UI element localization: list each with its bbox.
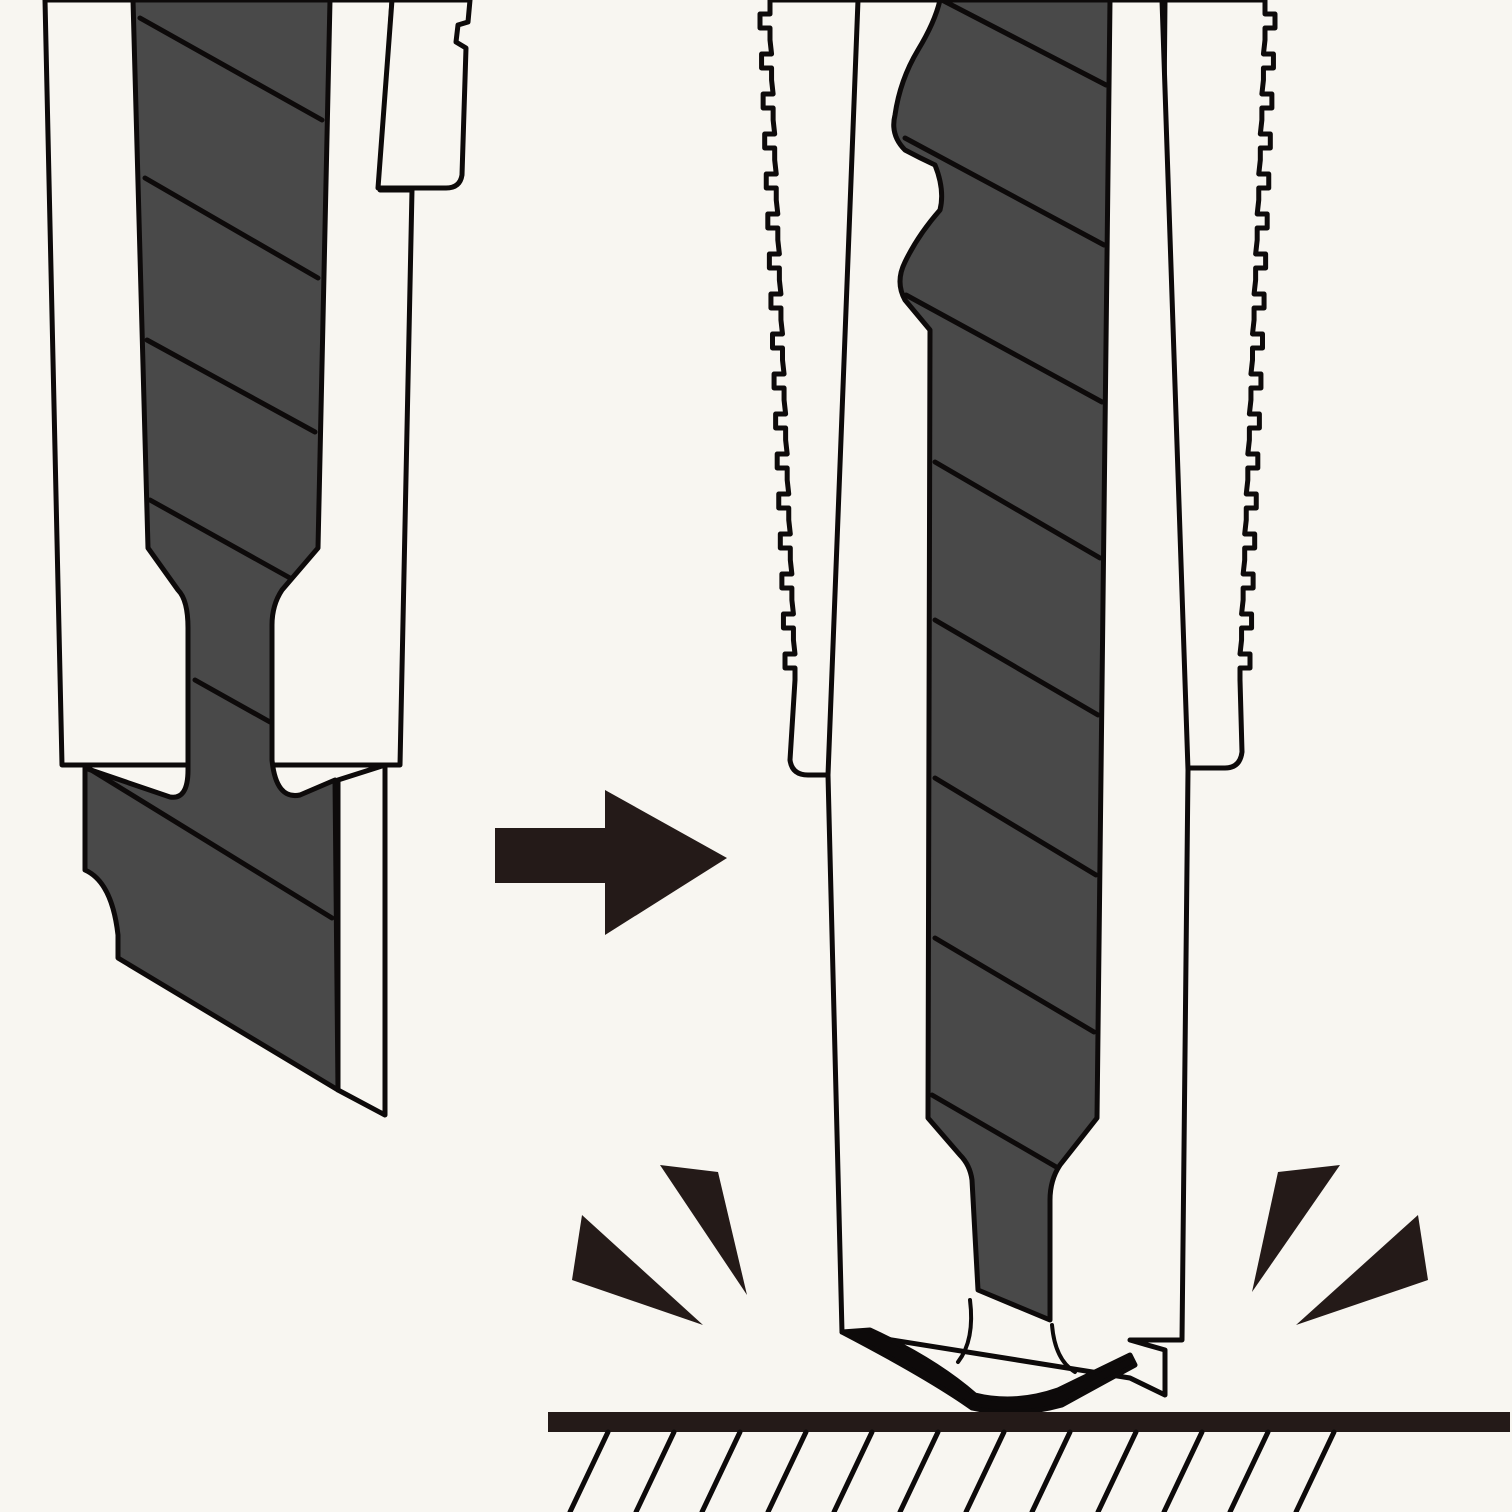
ground-hatch-line [897, 1429, 941, 1512]
ground-hatch-line [1029, 1429, 1073, 1512]
impact-mark-2 [660, 1165, 747, 1295]
impact-burst-icon [572, 1165, 1428, 1325]
left-blade-score-line [85, 765, 335, 921]
right-blade-score-line [932, 775, 1099, 878]
right-arrow-icon [495, 790, 727, 935]
left-blade [82, 0, 341, 1093]
right-blade-score-lines [902, 0, 1109, 1171]
impact-mark-1 [572, 1215, 703, 1325]
ground-hatch-line [765, 1429, 809, 1512]
right-tip-detail-left [956, 1298, 974, 1364]
ground-hatch-line [633, 1429, 677, 1512]
ground-hatch-line [1161, 1429, 1205, 1512]
left-blade-score-line [137, 15, 325, 123]
left-blade-score-lines [85, 15, 335, 921]
arrow-shaft [495, 828, 607, 883]
left-cutter-icon [42, 0, 473, 1118]
right-cutter-right-sleeve [1155, 0, 1278, 771]
left-blade-score-line [142, 175, 321, 281]
right-blade-score-line [903, 292, 1105, 405]
ground-hatch-line [1227, 1429, 1271, 1512]
right-blade-score-line [902, 135, 1107, 248]
ground-hatch-line [567, 1429, 611, 1512]
ground-line [548, 1412, 1510, 1432]
right-tip-detail-right [1050, 1323, 1077, 1374]
left-blade-score-line [144, 337, 318, 435]
ground-hatching [567, 1429, 1337, 1512]
right-blade-score-line [932, 935, 1097, 1035]
arrow-head [605, 790, 727, 935]
impact-mark-3 [1252, 1165, 1340, 1292]
right-blade-score-line [939, 0, 1109, 88]
hatched-ground-surface-icon [548, 1412, 1510, 1512]
left-blade-score-line [192, 677, 273, 725]
ground-hatch-line [1293, 1429, 1337, 1512]
ground-hatch-line [963, 1429, 1007, 1512]
right-cutter-icon [757, 0, 1278, 1415]
ground-hatch-line [831, 1429, 875, 1512]
ground-hatch-line [699, 1429, 743, 1512]
right-blade-score-line [932, 459, 1103, 561]
impact-mark-4 [1296, 1215, 1428, 1325]
right-blade-score-line [932, 617, 1101, 718]
right-blade-bent-tip [839, 1327, 1138, 1415]
ground-hatch-line [1095, 1429, 1139, 1512]
left-blade-score-line [147, 497, 293, 581]
left-blade-guide [335, 762, 388, 1118]
left-cutter-slider [375, 0, 473, 191]
right-blade-score-line [929, 1092, 1061, 1171]
